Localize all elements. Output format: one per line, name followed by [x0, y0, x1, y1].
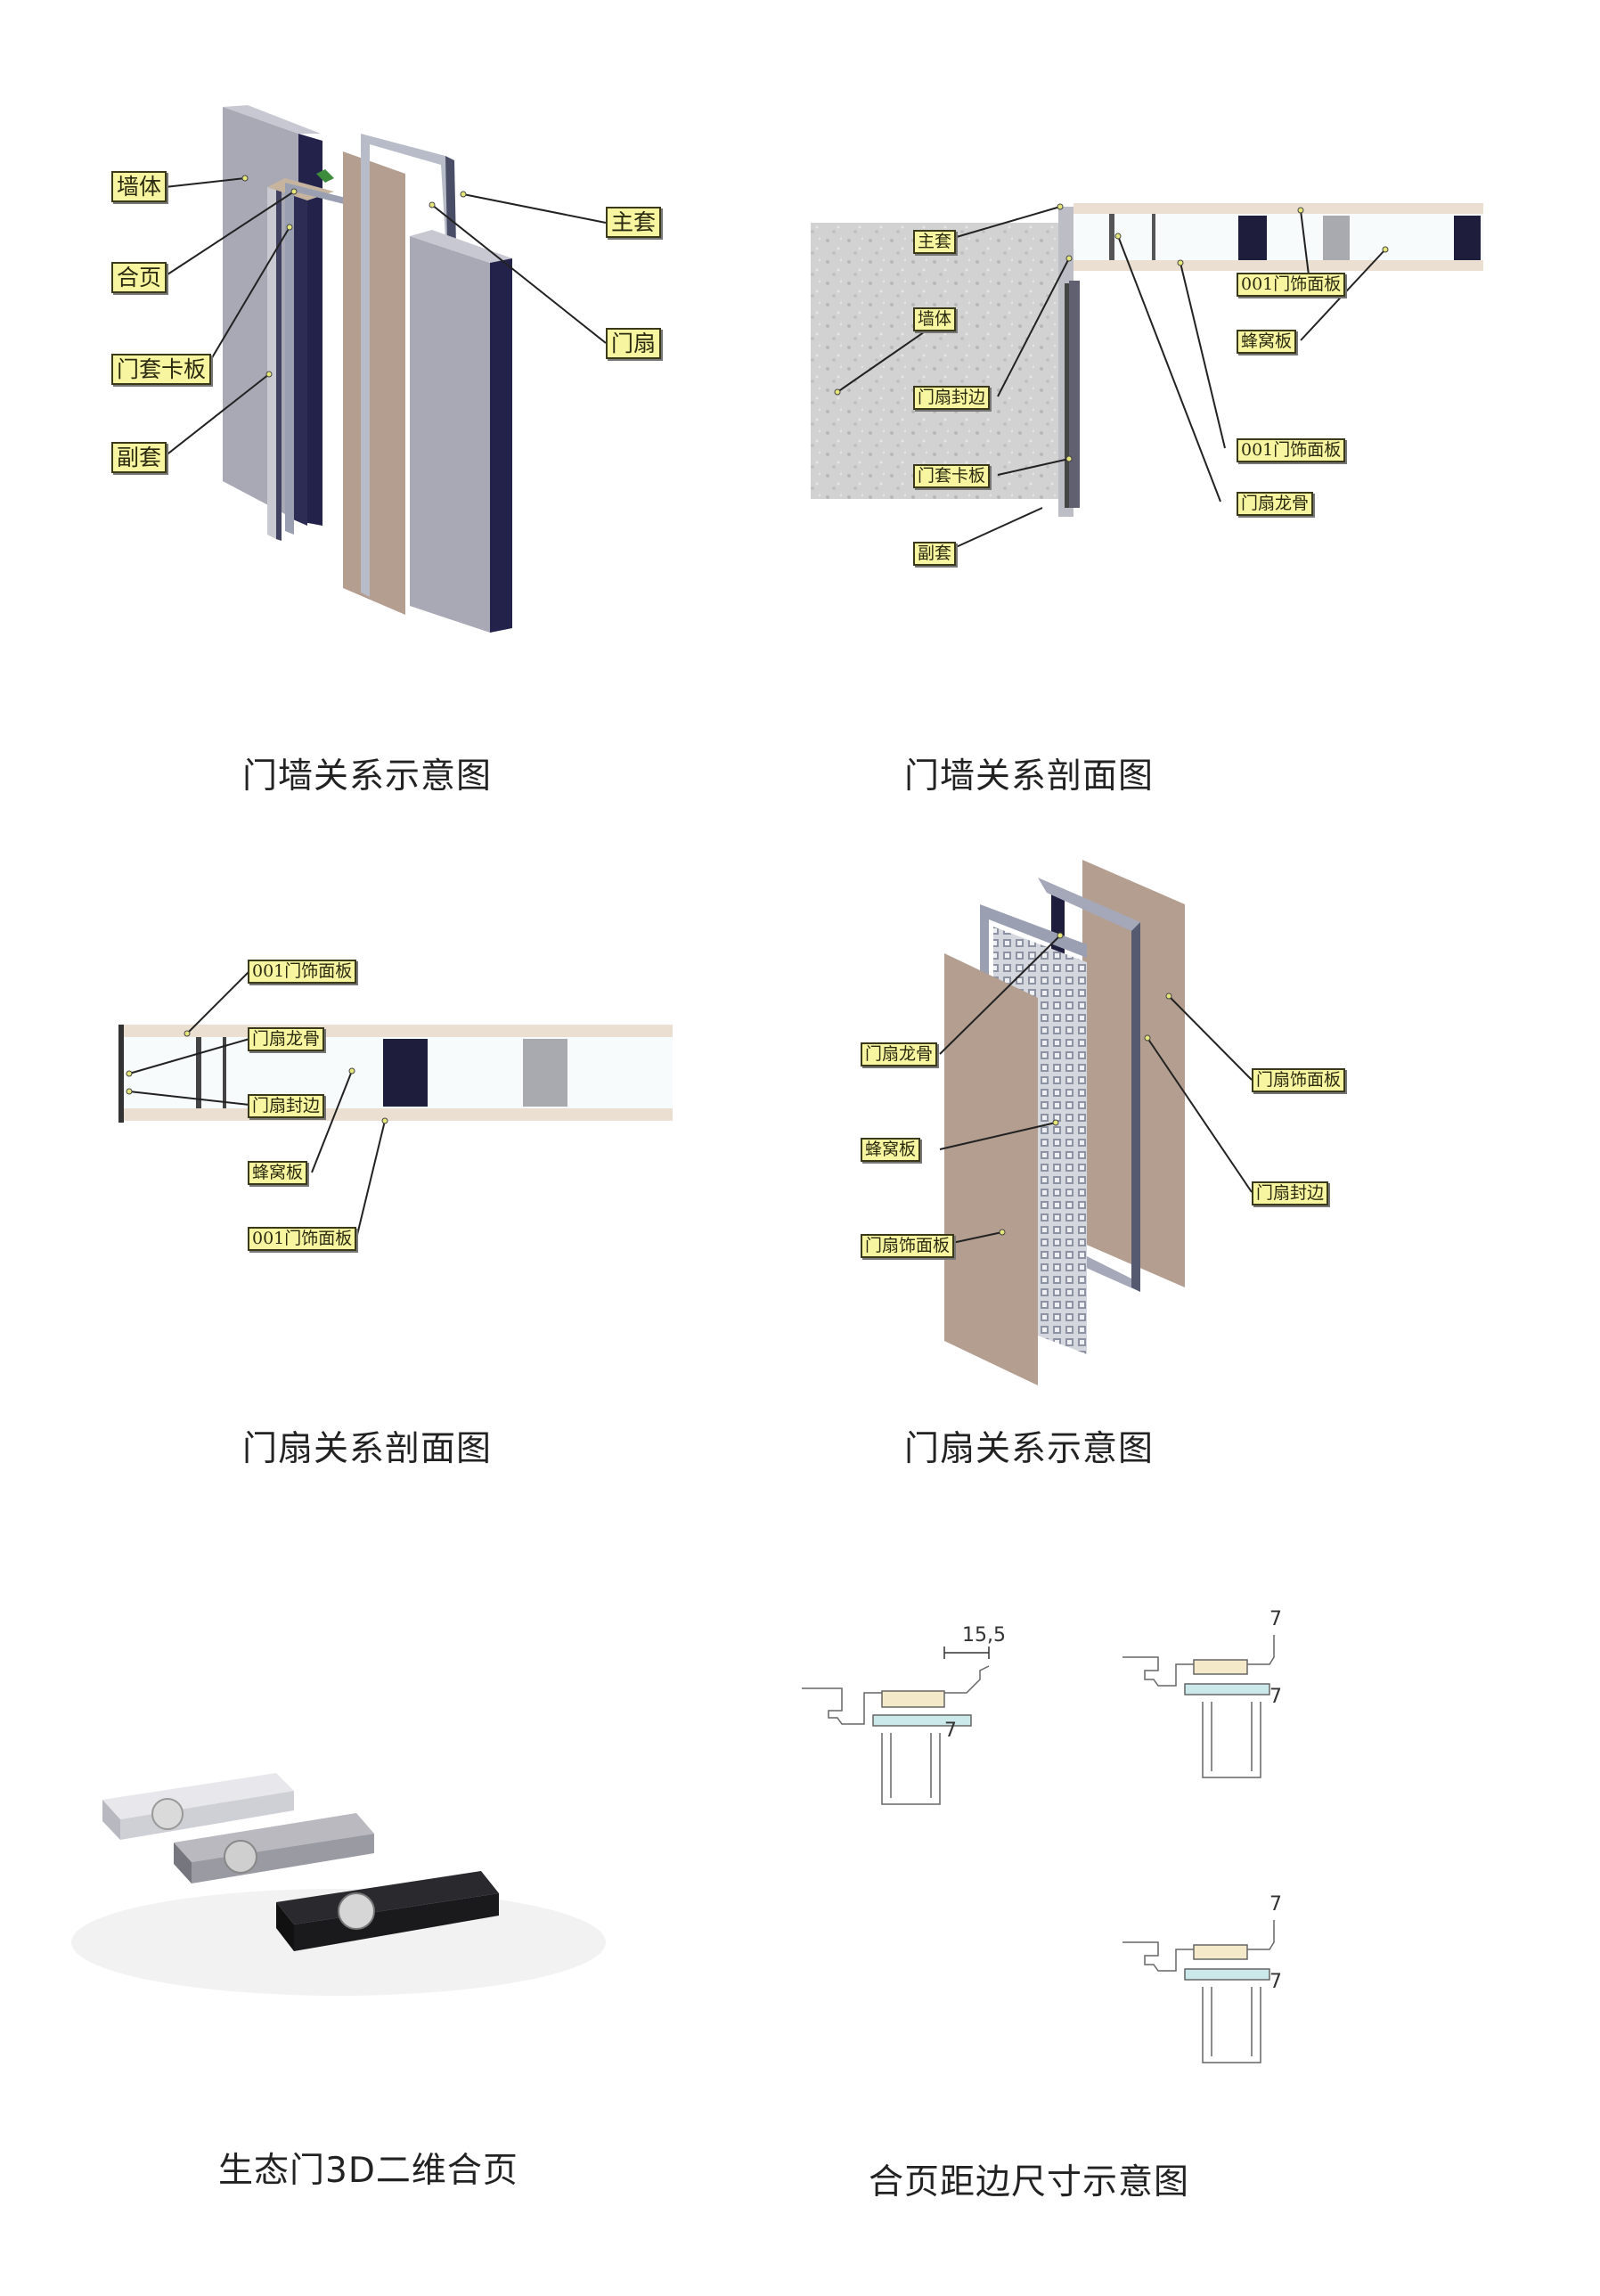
label-face-right-3d: 门扇饰面板: [1252, 1068, 1346, 1092]
dimension-b-top: 7: [1269, 1608, 1282, 1630]
caption-hinge-3d: 生态门3D二维合页: [218, 2151, 518, 2191]
label-card-section: 门套卡板: [913, 464, 991, 488]
label-wall: 墙体: [111, 171, 167, 202]
label-honeycomb-section: 蜂窝板: [1237, 330, 1297, 354]
label-door-leaf: 门扇: [606, 328, 662, 359]
label-card: 门套卡板: [111, 354, 212, 385]
profile-b: [1122, 1635, 1275, 1778]
caption-wall-door-3d: 门墙关系示意图: [242, 756, 493, 797]
label-edge-seal-section: 门扇封边: [913, 386, 991, 410]
wall-door-3d-drawing: [164, 105, 607, 633]
profile-a: [802, 1646, 990, 1805]
caption-wall-door-section: 门墙关系剖面图: [904, 756, 1155, 797]
label-keel-3d: 门扇龙骨: [861, 1042, 938, 1066]
label-sub-frame-section: 副套: [913, 542, 957, 566]
label-honeycomb-3d: 蜂窝板: [861, 1138, 921, 1162]
leaf-3d-diagram: 门扇龙骨 蜂窝板 门扇饰面板 门扇饰面板 门扇封边: [802, 838, 1600, 1443]
dimension-c-side: 7: [1269, 1971, 1282, 1993]
wall-door-section-diagram: 主套 墙体 门扇封边 门套卡板 副套 001门饰面板 蜂窝板 001门饰面板 门…: [802, 0, 1600, 713]
wall-door-section-drawing: [811, 203, 1483, 553]
label-face-left-3d: 门扇饰面板: [861, 1234, 955, 1258]
wall-door-3d-diagram: 墙体 合页 门套卡板 副套 主套 门扇: [0, 0, 802, 713]
caption-leaf-section: 门扇关系剖面图: [242, 1429, 493, 1469]
label-face-panel-bottom-leaf: 001门饰面板: [248, 1227, 357, 1251]
hinge-edge-dimension-diagram: 15,5 7 7 7 7 7: [802, 1586, 1600, 2120]
dimension-c-top: 7: [1269, 1893, 1282, 1916]
label-sub-frame: 副套: [111, 442, 167, 473]
dimension-a-side: 7: [944, 1720, 957, 1742]
leaf-3d-drawing: [939, 860, 1253, 1385]
label-honeycomb-leaf: 蜂窝板: [248, 1161, 308, 1185]
leaf-section-drawing: [118, 970, 673, 1239]
caption-hinge-dimension: 合页距边尺寸示意图: [869, 2162, 1190, 2202]
hinge-profile-drawing: [802, 1635, 1275, 2063]
label-face-panel-bottom: 001门饰面板: [1237, 438, 1346, 462]
hinge-product-photo: [0, 1737, 802, 2022]
label-keel-section: 门扇龙骨: [1237, 492, 1314, 516]
profile-c: [1122, 1920, 1275, 2063]
label-main-frame-section: 主套: [913, 230, 957, 254]
caption-leaf-3d: 门扇关系示意图: [904, 1429, 1155, 1469]
dimension-b-side: 7: [1269, 1686, 1282, 1708]
leaf-section-diagram: 001门饰面板 门扇龙骨 门扇封边 蜂窝板 001门饰面板: [0, 838, 802, 1443]
hinge-render-drawing: [71, 1773, 606, 1996]
dimension-a-top: 15,5: [962, 1624, 1006, 1646]
label-face-panel-top-leaf: 001门饰面板: [248, 960, 357, 984]
label-face-panel-top: 001门饰面板: [1237, 273, 1346, 297]
label-hinge: 合页: [111, 262, 167, 293]
label-keel-leaf: 门扇龙骨: [248, 1027, 325, 1051]
label-wall-section: 墙体: [913, 307, 957, 331]
label-edge-seal-leaf: 门扇封边: [248, 1094, 325, 1118]
label-edge-seal-3d: 门扇封边: [1252, 1181, 1329, 1205]
label-main-frame: 主套: [606, 207, 662, 238]
